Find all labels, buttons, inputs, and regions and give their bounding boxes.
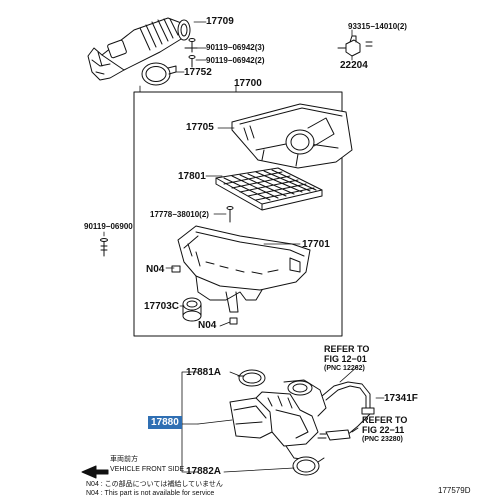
label-17705[interactable]: 17705 (186, 122, 214, 133)
label-17703c[interactable]: 17703C (144, 301, 180, 312)
leader-lines (103, 21, 353, 327)
refer-2-line1: REFER TO (362, 415, 408, 425)
clamp-17882a-drawing (292, 456, 325, 476)
label-17881a[interactable]: 17881A (186, 367, 222, 378)
label-17341f[interactable]: 17341F (384, 393, 418, 404)
note-en: N04 : This part is not available for ser… (86, 490, 215, 497)
mass-airflow-sensor-drawing (337, 35, 373, 57)
label-17880[interactable]: 17880 (148, 416, 182, 429)
label-17752[interactable]: 17752 (184, 67, 212, 78)
front-label-jp: 車両前方 (110, 456, 138, 463)
refer-callout-2[interactable]: REFER TO FIG 22−11 (PNC 23280) (362, 415, 407, 445)
refer-1-line2: FIG 12−01 (324, 354, 367, 364)
note-jp: N04 : この部品については補給していません (86, 481, 223, 488)
label-n04-b[interactable]: N04 (198, 320, 217, 331)
air-cleaner-case-drawing (171, 225, 311, 313)
intake-hose-drawing (87, 17, 191, 81)
refer-2-line2: FIG 22−11 (362, 425, 405, 435)
assembly-frame (133, 91, 343, 337)
refer-2-pnc: (PNC 23280) (362, 436, 403, 443)
label-17701[interactable]: 17701 (302, 239, 330, 250)
n04-clip-drawing (229, 317, 238, 325)
label-17880-highlight: 17880 (148, 416, 182, 429)
label-17709[interactable]: 17709 (206, 16, 234, 27)
air-filter-element-drawing (215, 167, 323, 211)
lower-leader-lines (197, 365, 385, 473)
label-17700[interactable]: 17700 (234, 78, 262, 89)
diagram-id: 177579D (438, 486, 471, 495)
label-90119-b[interactable]: 90119−06942(2) (206, 56, 265, 65)
hose-clamp-drawing (141, 62, 177, 86)
refer-callout-1[interactable]: REFER TO FIG 12−01 (PNC 12262) (324, 344, 369, 374)
label-90119-c[interactable]: 90119−06900 (84, 222, 133, 231)
air-cleaner-cover-drawing (231, 103, 353, 169)
clamp-17881a-drawing (237, 369, 266, 387)
label-17778[interactable]: 17778−38010(2) (150, 210, 209, 219)
refer-1-pnc: (PNC 12262) (324, 365, 365, 372)
refer-1-line1: REFER TO (324, 344, 370, 354)
air-inlet-duct-drawing (229, 379, 327, 461)
label-17882a[interactable]: 17882A (186, 466, 222, 477)
label-17801[interactable]: 17801 (178, 171, 206, 182)
label-93315[interactable]: 93315−14010(2) (348, 22, 407, 31)
lower-group-bracket (181, 371, 199, 473)
front-label-en: VEHICLE FRONT SIDE (110, 466, 185, 473)
label-n04-a[interactable]: N04 (146, 264, 165, 275)
grommet-drawing (182, 297, 202, 322)
screw-drawings (100, 38, 234, 257)
label-22204[interactable]: 22204 (340, 60, 368, 71)
vacuum-hose-drawing (317, 381, 375, 441)
vehicle-front-arrow (81, 465, 109, 479)
label-90119-a[interactable]: 90119−06942(3) (206, 43, 265, 52)
